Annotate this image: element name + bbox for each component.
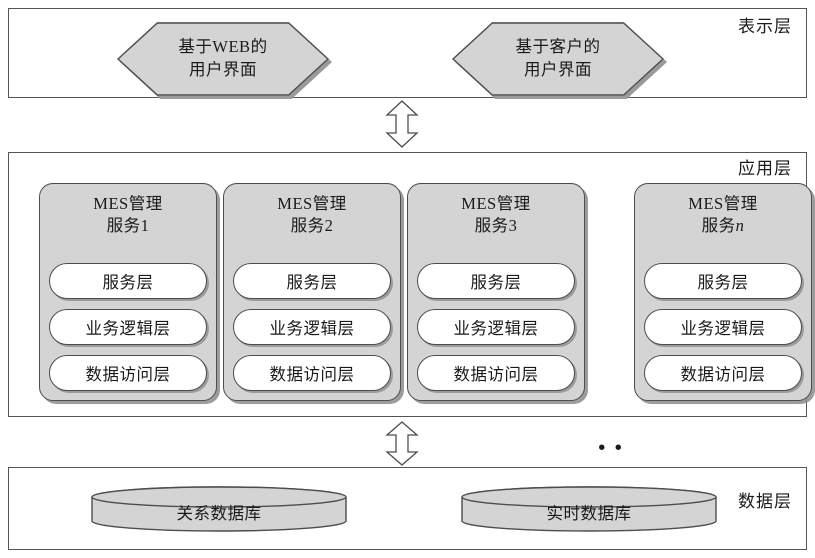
service-panel-2-title: MES管理 服务2 bbox=[224, 193, 400, 238]
service-panel-2-sublayers: 服务层 业务逻辑层 数据访问层 bbox=[233, 263, 391, 391]
service-panel-1-title-prefix: 服务 bbox=[106, 216, 141, 236]
service-panel-1-title-line2: 服务1 bbox=[40, 215, 216, 237]
service-panel-2-sublayer-service[interactable]: 服务层 bbox=[233, 263, 391, 299]
service-panel-n-index: n bbox=[735, 216, 745, 236]
service-panel-2[interactable]: MES管理 服务2 服务层 业务逻辑层 数据访问层 bbox=[223, 183, 401, 401]
hexagon-web-ui[interactable]: 基于WEB的 用户界面 bbox=[117, 22, 332, 99]
service-panel-1-sublayer-service[interactable]: 服务层 bbox=[49, 263, 207, 299]
service-panel-n-sublayer-data-access[interactable]: 数据访问层 bbox=[644, 355, 802, 391]
service-panel-1-sublayer-business-logic[interactable]: 业务逻辑层 bbox=[49, 309, 207, 345]
service-panel-2-title-line1: MES管理 bbox=[277, 194, 347, 213]
service-panel-2-title-prefix: 服务 bbox=[290, 216, 325, 236]
service-panel-n-title-line1: MES管理 bbox=[688, 194, 758, 213]
service-panel-3-sublayer-business-logic[interactable]: 业务逻辑层 bbox=[417, 309, 575, 345]
cylinder-relational-database-shape bbox=[91, 486, 347, 532]
data-layer-title: 数据层 bbox=[738, 492, 792, 511]
hexagon-client-ui-line1: 基于客户的 bbox=[515, 37, 601, 57]
cylinder-realtime-database[interactable]: 实时数据库 bbox=[461, 486, 717, 532]
service-panel-n-title-line2: 服务n bbox=[635, 215, 811, 237]
service-panel-3-title-line2: 服务3 bbox=[408, 215, 584, 237]
cylinder-relational-database[interactable]: 关系数据库 bbox=[91, 486, 347, 532]
hexagon-web-ui-label: 基于WEB的 用户界面 bbox=[117, 22, 329, 96]
presentation-layer-title: 表示层 bbox=[738, 17, 792, 36]
connector-application-data bbox=[385, 421, 419, 466]
service-panel-1-index: 1 bbox=[140, 216, 150, 236]
service-panel-3-index: 3 bbox=[508, 216, 518, 236]
service-panel-n[interactable]: MES管理 服务n 服务层 业务逻辑层 数据访问层 bbox=[634, 183, 812, 401]
service-panel-1-title: MES管理 服务1 bbox=[40, 193, 216, 238]
hexagon-web-ui-line2: 用户界面 bbox=[189, 60, 257, 79]
cylinder-realtime-database-shape bbox=[461, 486, 717, 532]
hexagon-web-ui-outline bbox=[117, 22, 329, 96]
data-layer-box: 数据层 关系数据库 实时数据库 bbox=[8, 467, 807, 550]
service-panel-2-sublayer-business-logic[interactable]: 业务逻辑层 bbox=[233, 309, 391, 345]
service-panel-n-title-prefix: 服务 bbox=[701, 216, 736, 236]
service-panel-n-sublayers: 服务层 业务逻辑层 数据访问层 bbox=[644, 263, 802, 391]
service-panel-3-sublayers: 服务层 业务逻辑层 数据访问层 bbox=[417, 263, 575, 391]
hexagon-client-ui-label: 基于客户的 用户界面 bbox=[452, 22, 664, 96]
service-panel-1-sublayers: 服务层 业务逻辑层 数据访问层 bbox=[49, 263, 207, 391]
service-panel-n-sublayer-service[interactable]: 服务层 bbox=[644, 263, 802, 299]
service-panel-1[interactable]: MES管理 服务1 服务层 业务逻辑层 数据访问层 bbox=[39, 183, 217, 401]
service-panel-1-title-line1: MES管理 bbox=[93, 194, 163, 213]
connector-presentation-application bbox=[385, 100, 419, 148]
hexagon-web-ui-face bbox=[117, 22, 329, 96]
hexagon-client-ui[interactable]: 基于客户的 用户界面 bbox=[452, 22, 667, 99]
service-panel-3-sublayer-data-access[interactable]: 数据访问层 bbox=[417, 355, 575, 391]
service-panel-3-title-prefix: 服务 bbox=[474, 216, 509, 236]
cylinder-relational-database-label: 关系数据库 bbox=[176, 504, 262, 523]
application-layer-title: 应用层 bbox=[738, 159, 792, 178]
hexagon-client-ui-line2: 用户界面 bbox=[524, 60, 592, 79]
service-panel-n-sublayer-business-logic[interactable]: 业务逻辑层 bbox=[644, 309, 802, 345]
service-panel-2-index: 2 bbox=[324, 216, 334, 236]
service-panel-2-title-line2: 服务2 bbox=[224, 215, 400, 237]
application-layer-box: 应用层 MES管理 服务1 服务层 业务逻辑层 数据访问层 MES管理 服务2 … bbox=[8, 152, 812, 482]
service-panel-3-title: MES管理 服务3 bbox=[408, 193, 584, 238]
service-panel-1-sublayer-data-access[interactable]: 数据访问层 bbox=[49, 355, 207, 391]
service-panel-2-sublayer-data-access[interactable]: 数据访问层 bbox=[233, 355, 391, 391]
hexagon-web-ui-line1: 基于WEB的 bbox=[178, 37, 268, 57]
presentation-layer-box: 表示层 基于WEB的 用户界面 基于客户的 用户界面 bbox=[8, 8, 807, 99]
service-panel-3-sublayer-service[interactable]: 服务层 bbox=[417, 263, 575, 299]
hexagon-client-ui-outline bbox=[452, 22, 664, 96]
service-panel-3-title-line1: MES管理 bbox=[461, 194, 531, 213]
service-panel-3[interactable]: MES管理 服务3 服务层 业务逻辑层 数据访问层 bbox=[407, 183, 585, 401]
service-panel-n-title: MES管理 服务n bbox=[635, 193, 811, 238]
hexagon-client-ui-face bbox=[452, 22, 664, 96]
cylinder-realtime-database-label: 实时数据库 bbox=[546, 504, 632, 523]
